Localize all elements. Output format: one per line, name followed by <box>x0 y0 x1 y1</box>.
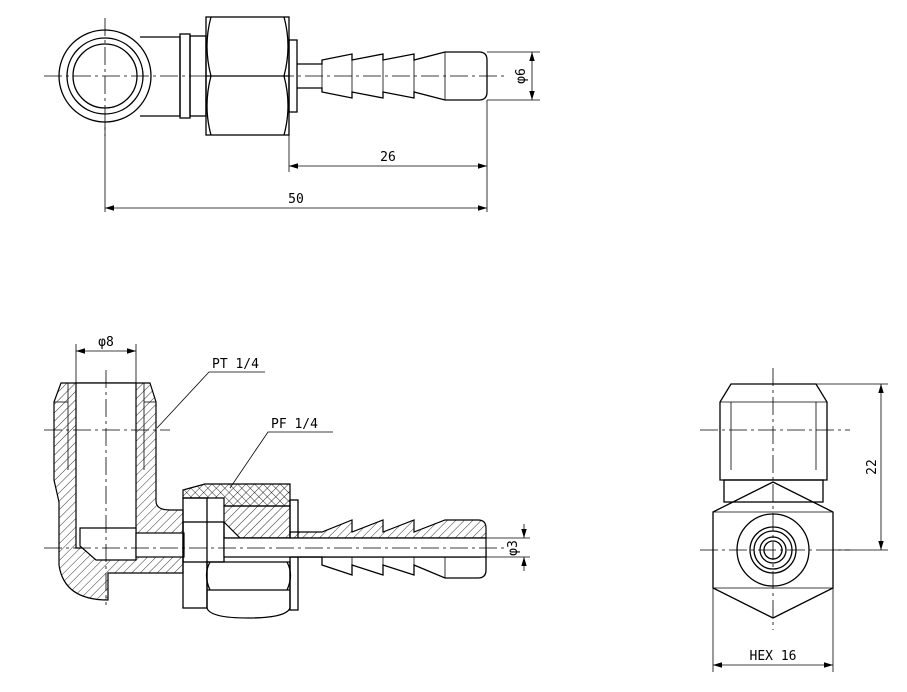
dim-hose-od: φ6 <box>514 68 529 84</box>
section-view <box>44 370 505 619</box>
end-dimensions: 22 HEX 16 <box>712 383 888 672</box>
dim-hex: HEX 16 <box>750 649 797 664</box>
top-view <box>44 16 505 136</box>
dim-port-id: φ8 <box>98 335 114 350</box>
dim-overall-length: 50 <box>288 192 304 207</box>
end-view <box>700 368 850 630</box>
label-pt-thread: PT 1/4 <box>212 357 259 372</box>
label-pf-thread: PF 1/4 <box>271 417 318 432</box>
dim-bore: φ3 <box>506 540 521 556</box>
section-dimensions: φ8 PT 1/4 PF 1/4 φ3 <box>75 335 530 571</box>
dim-barb-length: 26 <box>380 150 396 165</box>
dim-height: 22 <box>865 459 880 475</box>
top-dimensions: φ6 26 50 <box>104 51 540 212</box>
